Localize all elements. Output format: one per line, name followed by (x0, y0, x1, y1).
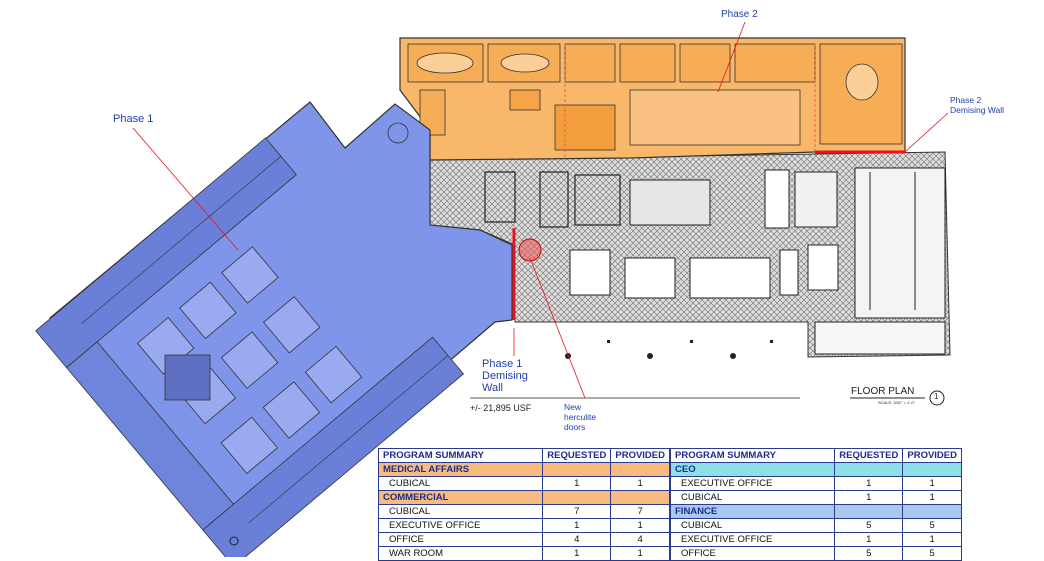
leader-lines (132, 21, 949, 399)
floor-plan-scale: SCALE: 3/32" = 1'-0" (878, 400, 916, 405)
herculite-doors-label: New herculite doors (564, 402, 596, 432)
row-label: CUBICAL (669, 518, 836, 533)
provided-cell (610, 490, 670, 505)
herculite-line3: doors (564, 422, 586, 432)
row-label: CUBICAL (669, 490, 836, 505)
phase2-label: Phase 2 (721, 9, 758, 20)
usf-label: +/- 21,895 USF (470, 403, 532, 413)
header-provided: PROVIDED (610, 448, 670, 463)
phase1-demising-line3: Wall (482, 382, 503, 394)
core-hatched-area (429, 151, 951, 358)
phase1-area (35, 101, 513, 557)
header-requested: REQUESTED (542, 448, 612, 463)
provided-cell: 1 (610, 518, 670, 533)
row-label: EXECUTIVE OFFICE (377, 518, 544, 533)
requested-cell: 1 (542, 476, 612, 491)
requested-cell: 5 (834, 546, 904, 561)
section-row: CEO (669, 462, 962, 477)
provided-cell: 5 (902, 546, 962, 561)
requested-cell: 5 (834, 518, 904, 533)
row-label: OFFICE (669, 546, 836, 561)
floor-plan-number-circle (929, 390, 945, 406)
row-label: FINANCE (669, 504, 836, 519)
requested-cell: 1 (542, 546, 612, 561)
header-program-summary: PROGRAM SUMMARY (669, 448, 836, 463)
row-label: OFFICE (377, 532, 544, 547)
phase2-area (399, 37, 906, 161)
provided-cell (610, 462, 670, 477)
provided-cell: 5 (902, 518, 962, 533)
requested-cell (542, 490, 612, 505)
requested-cell: 1 (834, 490, 904, 505)
section-row: COMMERCIAL (377, 490, 670, 505)
phase1-demising-label: Phase 1 Demising Wall (482, 358, 528, 394)
requested-cell: 4 (542, 532, 612, 547)
row-label: CUBICAL (377, 504, 544, 519)
corner-marker (229, 536, 239, 546)
provided-cell (902, 504, 962, 519)
header-requested: REQUESTED (834, 448, 904, 463)
provided-cell: 1 (902, 476, 962, 491)
section-row: FINANCE (669, 504, 962, 519)
herculite-line2: herculite (564, 412, 597, 422)
header-provided: PROVIDED (902, 448, 962, 463)
row-label: CEO (669, 462, 836, 477)
row-label: EXECUTIVE OFFICE (669, 532, 836, 547)
requested-cell: 1 (834, 532, 904, 547)
requested-cell (834, 504, 904, 519)
requested-cell: 1 (834, 476, 904, 491)
floor-plan-number: 1 (934, 392, 939, 401)
row-label: COMMERCIAL (377, 490, 544, 505)
provided-cell: 4 (610, 532, 670, 547)
requested-cell (834, 462, 904, 477)
provided-cell: 7 (610, 504, 670, 519)
requested-cell: 1 (542, 518, 612, 533)
floor-plan-title: FLOOR PLAN (851, 386, 915, 397)
requested-cell (542, 462, 612, 477)
phase1-label: Phase 1 (113, 113, 154, 125)
provided-cell (902, 462, 962, 477)
section-row: MEDICAL AFFAIRS (377, 462, 670, 477)
provided-cell: 1 (610, 476, 670, 491)
provided-cell: 1 (902, 490, 962, 505)
phase2-demising-label: Phase 2 Demising Wall (950, 95, 1004, 115)
herculite-door-marker (518, 238, 542, 262)
herculite-line1: New (564, 402, 582, 412)
header-program-summary: PROGRAM SUMMARY (377, 448, 544, 463)
phase1-demising-line2: Demising (482, 370, 528, 382)
requested-cell: 7 (542, 504, 612, 519)
row-label: EXECUTIVE OFFICE (669, 476, 836, 491)
provided-cell: 1 (610, 546, 670, 561)
phase2-demising-line2: Demising Wall (950, 105, 1005, 115)
row-label: CUBICAL (377, 476, 544, 491)
provided-cell: 1 (902, 532, 962, 547)
column-markers (565, 340, 773, 359)
row-label: WAR ROOM (377, 546, 544, 561)
phase2-demising-line1: Phase 2 (950, 95, 982, 105)
phase1-demising-line1: Phase 1 (482, 358, 523, 370)
row-label: MEDICAL AFFAIRS (377, 462, 544, 477)
